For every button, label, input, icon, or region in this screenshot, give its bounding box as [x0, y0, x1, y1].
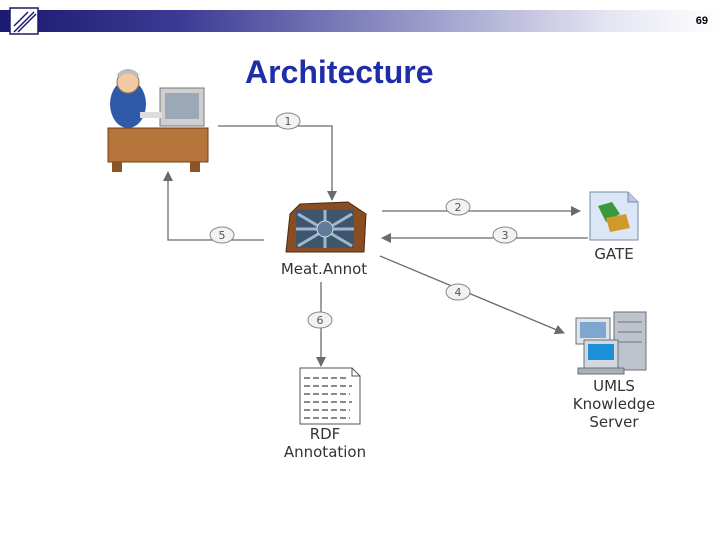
- step-4: 4: [445, 283, 471, 301]
- svg-text:1: 1: [285, 115, 292, 128]
- step-2: 2: [445, 198, 471, 216]
- header-bar: [0, 10, 720, 32]
- gate-label: GATE: [594, 245, 634, 263]
- svg-text:2: 2: [455, 201, 462, 214]
- rdf-label-2: Annotation: [283, 443, 367, 461]
- user-at-computer-icon: [107, 69, 209, 172]
- umls-label-2: Knowledge: [572, 395, 656, 413]
- step-5: 5: [209, 226, 235, 244]
- connectors: [163, 125, 588, 367]
- gate-app-icon: [589, 191, 639, 241]
- step-6: 6: [307, 311, 333, 329]
- server-icon: [575, 311, 647, 375]
- umls-label-3: Server: [589, 413, 639, 431]
- page-title: Architecture: [245, 54, 434, 90]
- svg-text:6: 6: [317, 314, 324, 327]
- slide-number: 69: [695, 15, 708, 27]
- step-3: 3: [492, 226, 518, 244]
- pen-logo-icon: [9, 7, 39, 35]
- svg-text:3: 3: [502, 229, 509, 242]
- document-icon: [299, 367, 361, 425]
- meatannot-engine-icon: [285, 201, 367, 253]
- rdf-label-1: RDF: [309, 425, 341, 443]
- svg-text:5: 5: [219, 229, 226, 242]
- step-badges: 1 2 3 4 5 6: [209, 112, 518, 329]
- step-1: 1: [275, 112, 301, 130]
- svg-text:4: 4: [455, 286, 462, 299]
- umls-label-1: UMLS: [593, 377, 635, 395]
- meatannot-label: Meat.Annot: [280, 260, 368, 278]
